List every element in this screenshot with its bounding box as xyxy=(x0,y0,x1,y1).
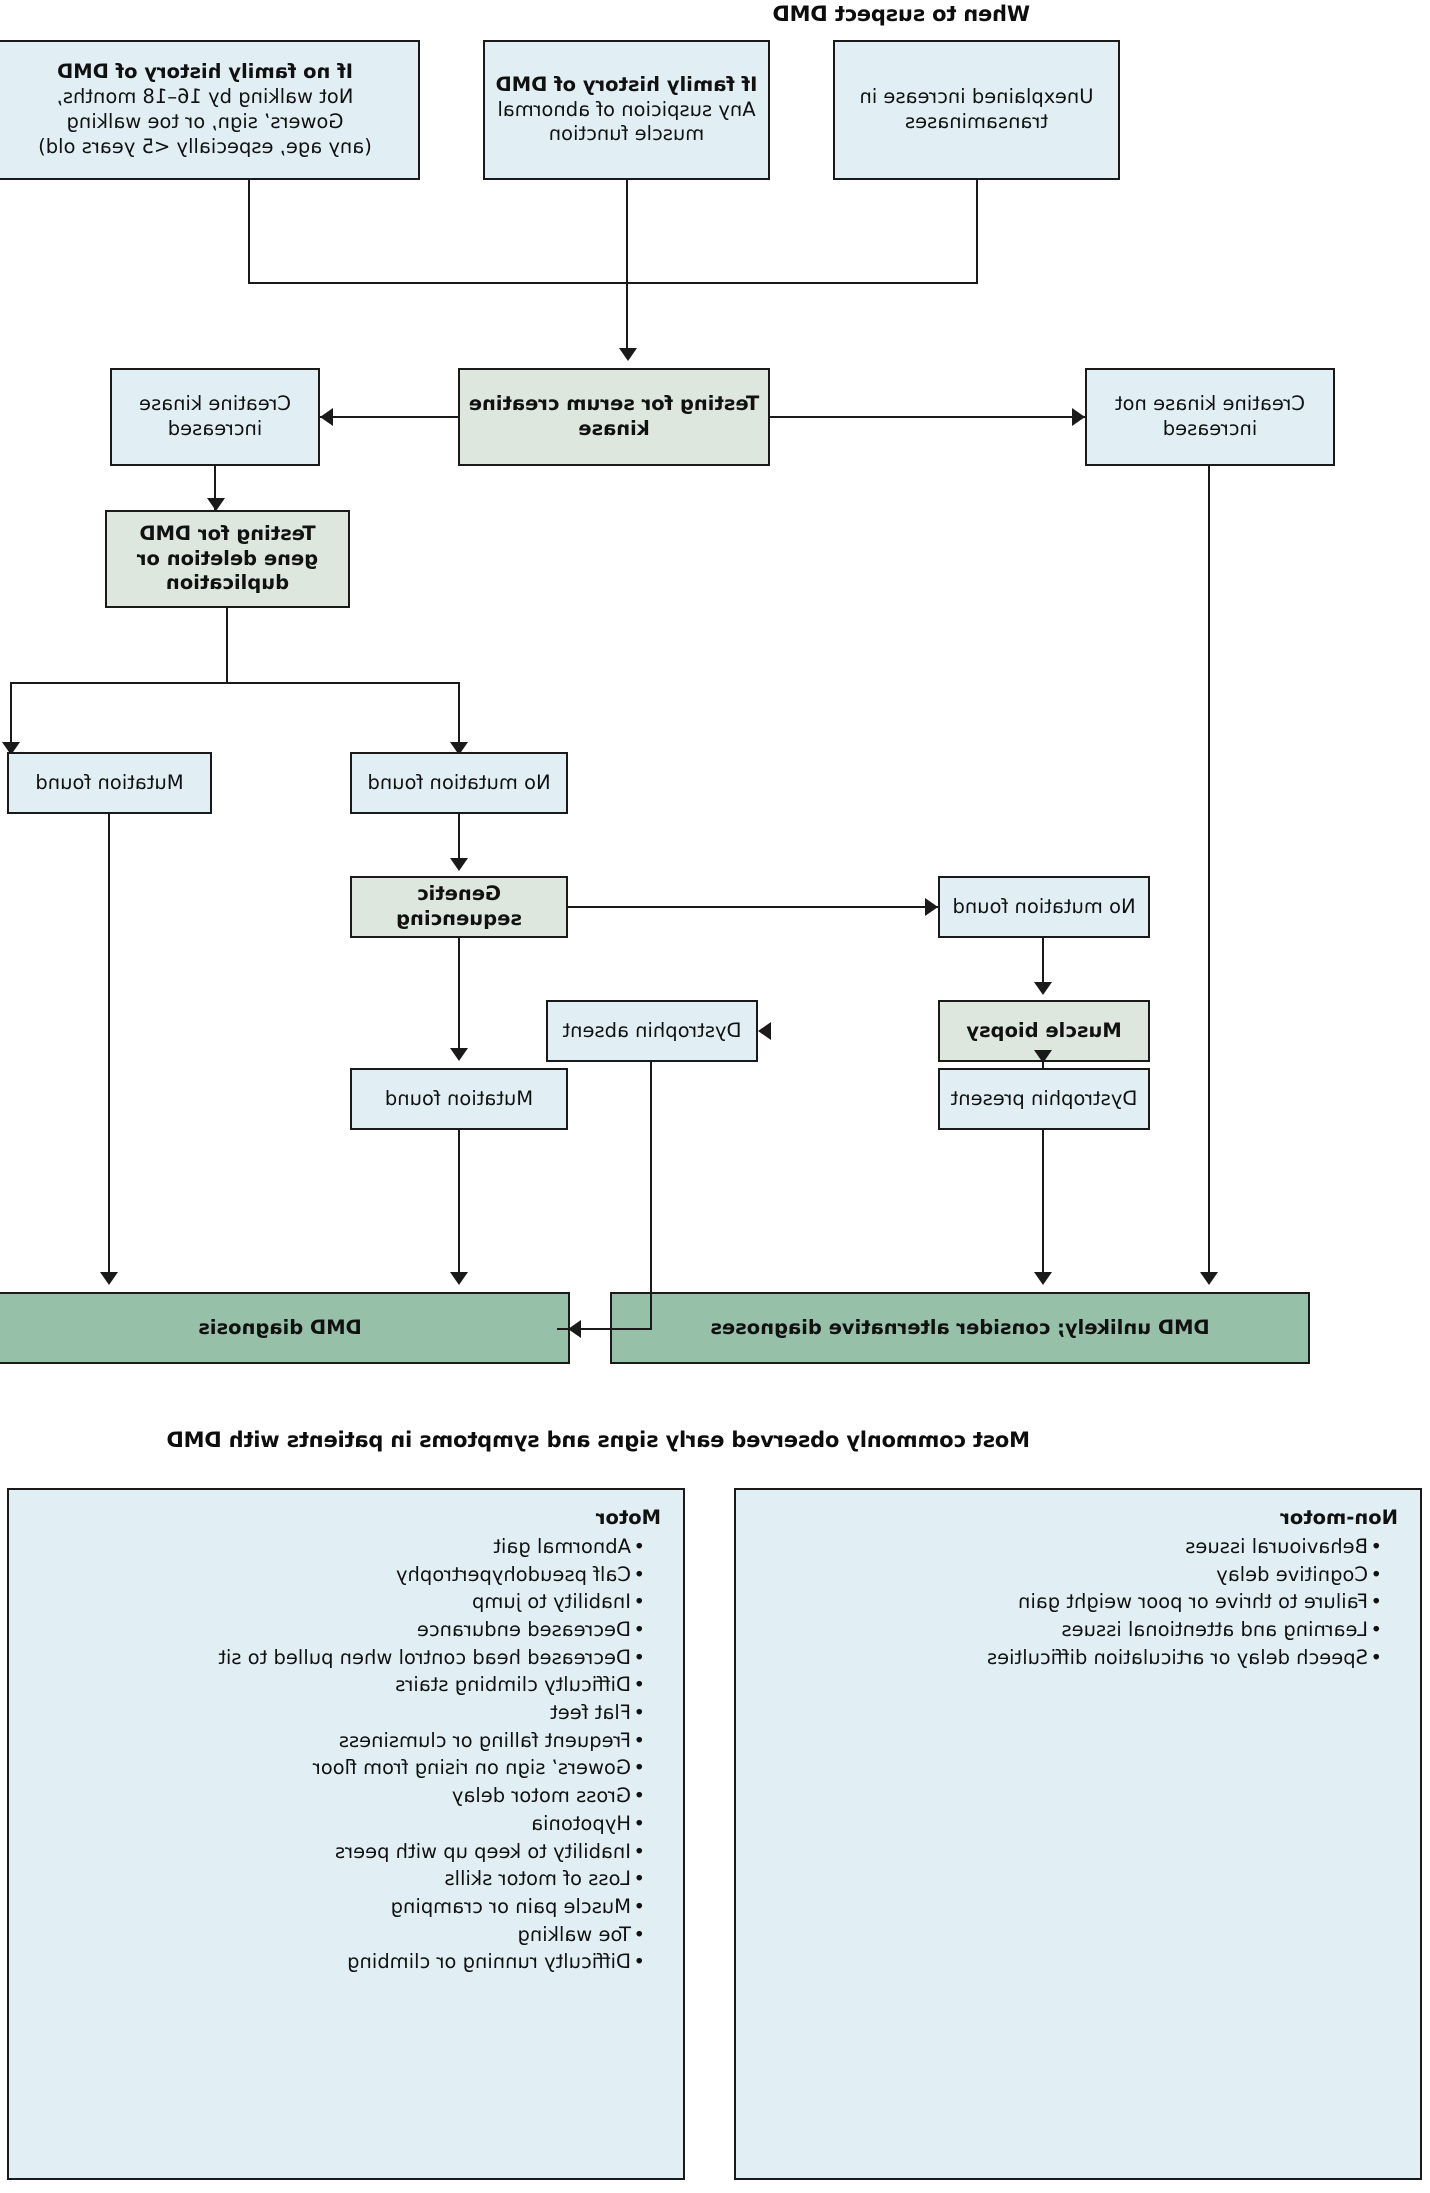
trigger-box-family-history: If family history of DMD Any suspicion o… xyxy=(483,40,770,180)
trigger-line-2: (any age, especially <5 years old) xyxy=(38,134,372,158)
panel-non-motor-symptoms: Non-motor Behavioural issues Cognitive d… xyxy=(734,1488,1422,2180)
list-item: Behavioural issues xyxy=(758,1533,1382,1561)
connector-cknotinc-to-unlikely xyxy=(1207,466,1210,1276)
arrow-absent-to-diagnosis xyxy=(568,1320,581,1338)
connector-ck-to-not-increased xyxy=(770,416,1085,419)
list-item: Speech delay or articulation difficultie… xyxy=(758,1644,1382,1672)
trigger-line-1: Gowers’ sign, or toe walking xyxy=(66,110,344,133)
connector-nofamily-down xyxy=(247,180,250,282)
list-item: Inability to jump xyxy=(31,1588,645,1616)
connector-trigger-bus xyxy=(248,282,978,285)
list-item: Frequent falling or clumsiness xyxy=(31,1727,645,1755)
node-ck-test: Testing for serum creatine kinase xyxy=(458,368,770,466)
non-motor-symptom-list: Behavioural issues Cognitive delay Failu… xyxy=(758,1533,1398,1671)
list-item: Failure to thrive or poor weight gain xyxy=(758,1588,1382,1616)
arrow-to-ck-increased xyxy=(320,408,333,426)
node-mutation-found-2: Mutation found xyxy=(350,1068,568,1130)
list-item: Toe walking xyxy=(31,1921,645,1949)
arrow-to-mutation-found-2 xyxy=(450,1048,468,1061)
trigger-line-0: Any suspicion of abnormal xyxy=(497,97,756,121)
node-no-mutation-found-2: No mutation found xyxy=(938,876,1150,938)
list-item: Cognitive delay xyxy=(758,1561,1382,1589)
list-item: Hypotonia xyxy=(31,1810,645,1838)
node-dmd-diagnosis: DMD diagnosis xyxy=(0,1292,570,1364)
section-title-when-to-suspect: When to suspect DMD xyxy=(772,2,1030,26)
arrow-into-muscle-biopsy xyxy=(1034,982,1052,995)
connector-mut1-to-diagnosis xyxy=(107,814,110,1276)
node-dmd-gene-test: Testing for DMD gene deletion or duplica… xyxy=(105,510,350,608)
node-dmd-unlikely: DMD unlikely; consider alternative diagn… xyxy=(610,1292,1310,1364)
connector-present-to-unlikely xyxy=(1041,1130,1044,1276)
connector-transaminases-down xyxy=(975,180,978,282)
panel-title-non-motor: Non-motor xyxy=(1280,1506,1398,1529)
trigger-line-1: transaminases xyxy=(904,110,1049,133)
connector-family-down xyxy=(625,180,628,350)
connector-ck-to-increased xyxy=(320,416,458,419)
trigger-line-1: muscle function xyxy=(548,122,705,146)
connector-seq-down xyxy=(457,938,460,1056)
list-item: Decreased head control when pulled to si… xyxy=(31,1644,645,1672)
list-item: Difficulty climbing stairs xyxy=(31,1671,645,1699)
list-item: Flat feet xyxy=(31,1699,645,1727)
node-dystrophin-absent: Dystrophin absent xyxy=(546,1000,758,1062)
trigger-box-no-family-history: If no family history of DMD Not walking … xyxy=(0,40,420,180)
list-item: Gross motor delay xyxy=(31,1782,645,1810)
arrow-to-dystrophin-absent xyxy=(758,1022,771,1040)
trigger-title-no-family-history: If no family history of DMD xyxy=(57,60,353,84)
motor-symptom-list: Abnormal gait Calf pseudohypertrophy Ina… xyxy=(31,1533,661,1976)
trigger-line-0: Unexplained increase in xyxy=(859,85,1094,109)
connector-genetest-bus xyxy=(10,682,460,685)
panel-title-motor: Motor xyxy=(595,1506,661,1529)
arrow-mut2-to-diagnosis xyxy=(450,1272,468,1285)
list-item: Difficulty running or climbing xyxy=(31,1948,645,1976)
list-item: Inability to keep up with peers xyxy=(31,1838,645,1866)
connector-genetest-down xyxy=(225,608,228,682)
panel-motor-symptoms: Motor Abnormal gait Calf pseudohypertrop… xyxy=(7,1488,685,2180)
arrow-to-ck-not-increased xyxy=(1072,408,1085,426)
list-item: Learning and attentional issues xyxy=(758,1616,1382,1644)
list-item: Gowers’ sign on rising from floor xyxy=(31,1754,645,1782)
arrow-into-genetic-sequencing xyxy=(450,858,468,871)
node-dystrophin-present: Dystrophin present xyxy=(938,1068,1150,1130)
list-item: Muscle pain or cramping xyxy=(31,1893,645,1921)
list-item: Loss of motor skills xyxy=(31,1865,645,1893)
trigger-title-family-history: If family history of DMD xyxy=(495,72,758,96)
arrow-into-ck-test xyxy=(619,348,637,361)
node-mutation-found-1: Mutation found xyxy=(7,752,212,814)
arrow-mut1-to-diagnosis xyxy=(100,1272,118,1285)
arrow-cknotinc-to-unlikely xyxy=(1200,1272,1218,1285)
arrow-present-to-unlikely xyxy=(1034,1272,1052,1285)
trigger-line-0: Not walking by 16–18 months, xyxy=(56,85,354,109)
connector-absent-down xyxy=(649,1062,652,1328)
connector-mut2-to-diagnosis xyxy=(457,1130,460,1276)
arrow-to-no-mutation-2 xyxy=(925,898,938,916)
arrow-to-dystrophin-present xyxy=(1034,1050,1052,1063)
connector-seq-to-nomut2 xyxy=(568,906,938,909)
list-item: Calf pseudohypertrophy xyxy=(31,1561,645,1589)
list-item: Abnormal gait xyxy=(31,1533,645,1561)
list-item: Decreased endurance xyxy=(31,1616,645,1644)
section-title-symptoms: Most commonly observed early signs and s… xyxy=(166,1428,1030,1452)
node-no-mutation-found-1: No mutation found xyxy=(350,752,568,814)
node-ck-not-increased: Creatine kinase not increased xyxy=(1085,368,1335,466)
node-ck-increased: Creatine kinase increased xyxy=(110,368,320,466)
trigger-box-transaminases: Unexplained increase in transaminases xyxy=(833,40,1120,180)
node-genetic-sequencing: Genetic sequencing xyxy=(350,876,568,938)
